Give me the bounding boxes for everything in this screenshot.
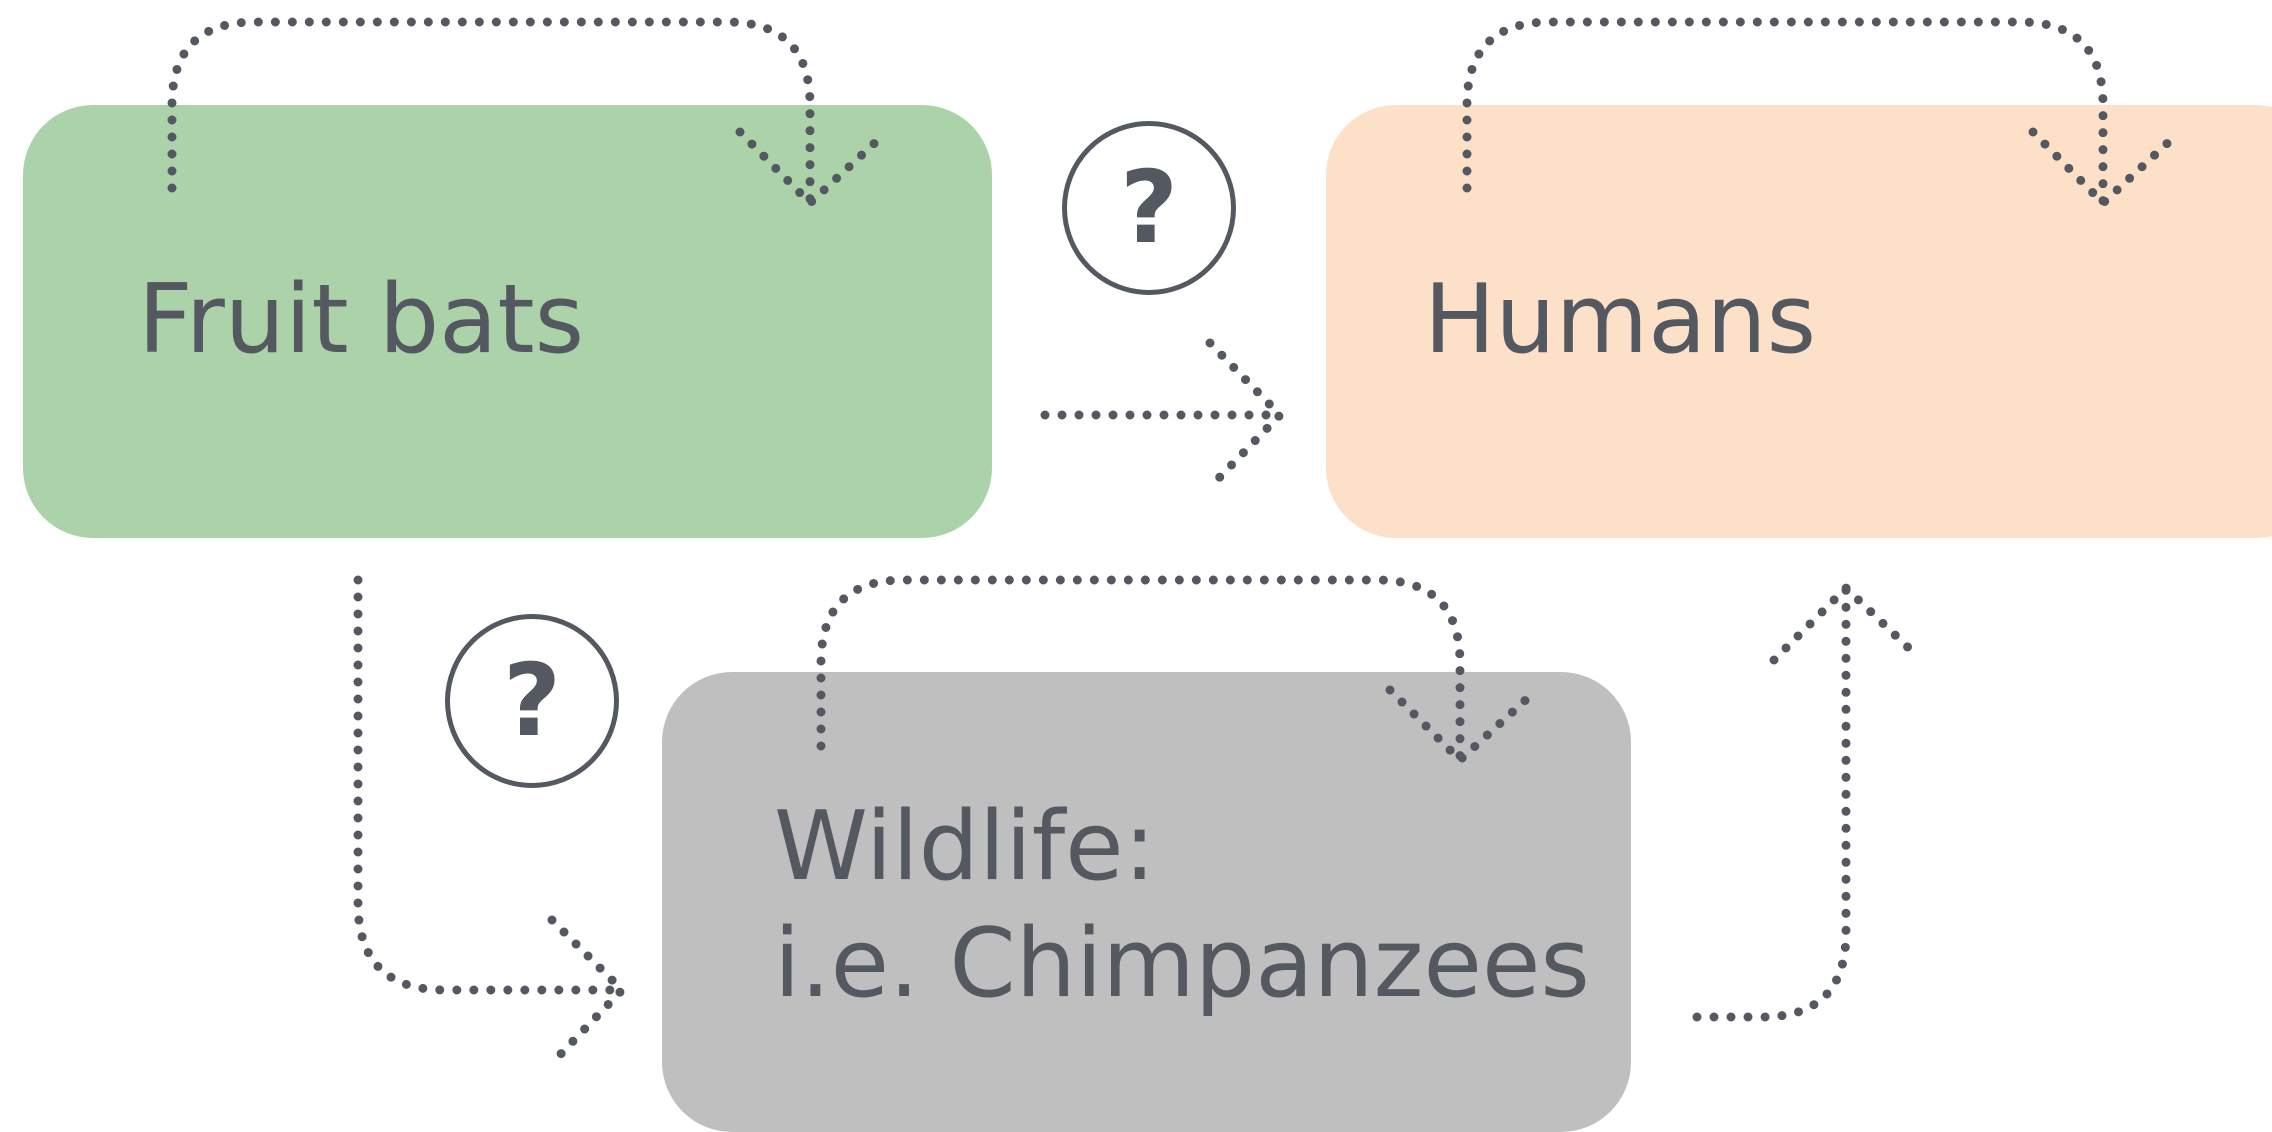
transmission-diagram: Fruit bats Humans Wildlife: i.e. Chimpan… [23,17,2272,1132]
unknown-route-bats-wildlife-icon: ? [445,614,619,788]
unknown-route-bats-humans-icon: ? [1062,121,1236,295]
fruit-bats-label: Fruit bats [138,265,585,375]
humans-label: Humans [1424,265,1817,375]
wildlife-to-humans-arrow-icon [1692,581,1921,1022]
chimpanzees-label: i.e. Chimpanzees [774,909,1590,1019]
bats-to-humans-arrow-icon [1040,338,1287,487]
wildlife-label: Wildlife: [774,792,1156,902]
